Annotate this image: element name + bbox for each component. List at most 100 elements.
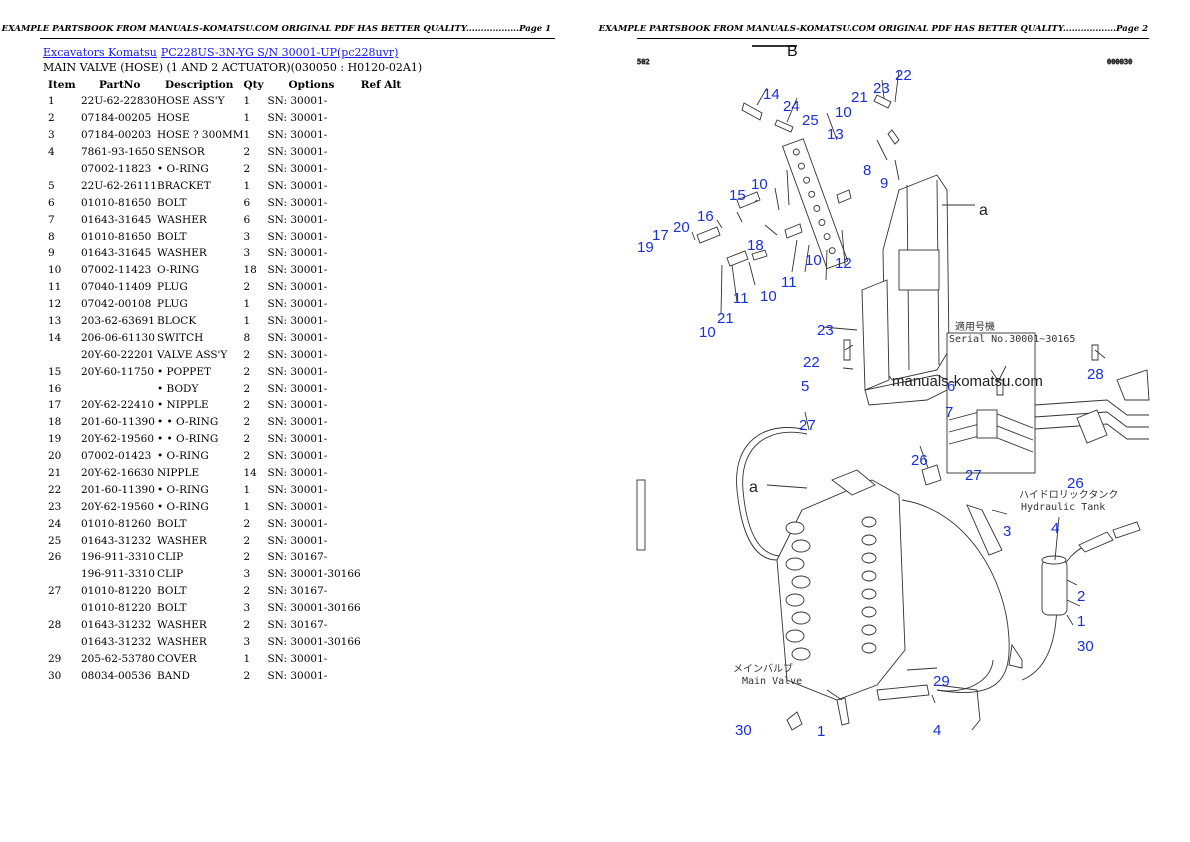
cell-options: SN: 30001- (267, 315, 328, 328)
breadcrumb-link-category[interactable]: Excavators Komatsu (43, 46, 157, 59)
cell-ref-alt (361, 228, 402, 245)
cell-ref-alt (361, 515, 402, 532)
callout-number: 11 (781, 274, 797, 291)
callout-number: 21 (717, 310, 734, 327)
cell-description: BAND (157, 669, 190, 682)
cell-options: SN: 30001- (267, 467, 328, 480)
cell-description: • O-RING (157, 163, 209, 175)
cell-partno: 01643-31645 (81, 247, 152, 260)
diagram-drawing: 502 000030 (636, 45, 1150, 731)
cell-description: WASHER (157, 247, 207, 260)
cell-description: BOLT (157, 230, 187, 243)
cell-qty: 2 (243, 163, 251, 175)
cell-partno: 07042-00108 (81, 298, 152, 311)
cell-ref-alt (361, 211, 402, 228)
callout-number: 4 (933, 722, 941, 739)
cell-ref-alt (361, 634, 402, 651)
cell-partno: 203-62-63691 (81, 315, 155, 328)
cell-ref-alt (361, 161, 402, 178)
cell-partno: 07040-11409 (81, 281, 152, 294)
cell-description: WASHER (157, 534, 207, 547)
cell-qty: 8 (243, 331, 251, 344)
cell-qty: 2 (243, 382, 251, 395)
cell-options: SN: 30001- (267, 399, 328, 412)
arrow-letter-a-right: a (979, 202, 988, 219)
cell-qty: 1 (243, 500, 251, 513)
cell-qty: 2 (243, 416, 251, 429)
cell-description: PLUG (157, 298, 188, 311)
callout-number: 11 (733, 290, 749, 307)
cell-options: SN: 30001- (267, 247, 328, 260)
cell-item: 30 (48, 669, 62, 682)
callout-number: 8 (863, 162, 871, 179)
callout-number: 1 (817, 723, 825, 740)
column-header-partno: PartNo (99, 78, 141, 91)
table-header-row: Item PartNo Description Qty Options Ref … (44, 76, 401, 93)
cell-partno: 7861-93-1650 (81, 146, 155, 159)
page-header: EXAMPLE PARTSBOOK FROM MANUALS-KOMATSU.C… (1, 24, 551, 34)
block-13-drawing (781, 138, 849, 270)
cell-item: 23 (48, 500, 62, 513)
cell-qty: 1 (243, 298, 251, 311)
cell-partno: 01643-31232 (81, 619, 152, 632)
cell-description: PLUG (157, 281, 188, 294)
cell-partno: 08034-00536 (81, 669, 152, 682)
cell-partno: 20Y-62-19560 (81, 500, 154, 513)
cell-qty: 2 (243, 619, 251, 632)
breadcrumb-link-model[interactable]: PC228US-3N-YG S/N 30001-UP(pc228uvr) (160, 46, 399, 59)
cell-ref-alt (361, 448, 402, 465)
cell-options: SN: 30167- (267, 551, 328, 564)
callout-number: 2 (1077, 588, 1085, 605)
cell-options: SN: 30001-30166 (267, 568, 361, 581)
cell-qty: 1 (243, 112, 251, 125)
cell-partno: 01643-31232 (81, 635, 152, 648)
cell-qty: 2 (243, 433, 251, 446)
cell-item: 12 (48, 298, 62, 311)
column-header-ref-alt: Ref Alt (360, 78, 402, 91)
callout-number: 4 (1051, 520, 1059, 537)
cell-item: 4 (48, 146, 55, 159)
callout-number: 20 (673, 219, 690, 236)
cell-ref-alt (361, 532, 402, 549)
cell-ref-alt (361, 296, 402, 313)
parts-list-page: EXAMPLE PARTSBOOK FROM MANUALS-KOMATSU.C… (1, 24, 555, 682)
callout-number: 12 (835, 255, 852, 272)
cell-item: 11 (48, 281, 62, 294)
cell-options: SN: 30001- (267, 348, 328, 361)
callout-number: 22 (895, 67, 912, 84)
cell-description: • BODY (157, 382, 199, 395)
cell-description: SWITCH (157, 331, 204, 344)
cell-options: SN: 30001- (267, 534, 328, 547)
arrow-letter-a-left: a (749, 479, 758, 496)
cell-item: 25 (48, 534, 62, 547)
cell-ref-alt (361, 498, 402, 515)
cell-item: 9 (48, 247, 55, 260)
cell-description: WASHER (157, 619, 207, 632)
cell-description: BLOCK (157, 315, 197, 328)
header-rule (637, 38, 1149, 39)
cell-qty: 2 (243, 551, 251, 564)
cell-description: SENSOR (157, 146, 205, 159)
cell-item: 13 (48, 315, 62, 328)
cell-qty: 2 (243, 534, 251, 547)
cell-options: SN: 30001- (267, 95, 328, 108)
tank-label: Hydraulic Tank (1021, 502, 1105, 513)
cell-ref-alt (361, 397, 402, 414)
cell-partno: 201-60-11390 (81, 483, 155, 496)
cell-partno: 205-62-53780 (81, 652, 155, 665)
cell-description: CLIP (157, 568, 184, 581)
cell-item: 22 (48, 483, 62, 496)
cell-item: 10 (48, 264, 62, 277)
callout-number: 6 (947, 378, 955, 395)
cell-partno: 20Y-60-22201 (81, 348, 154, 361)
cell-ref-alt (361, 465, 402, 482)
cell-description: BRACKET (157, 179, 211, 192)
